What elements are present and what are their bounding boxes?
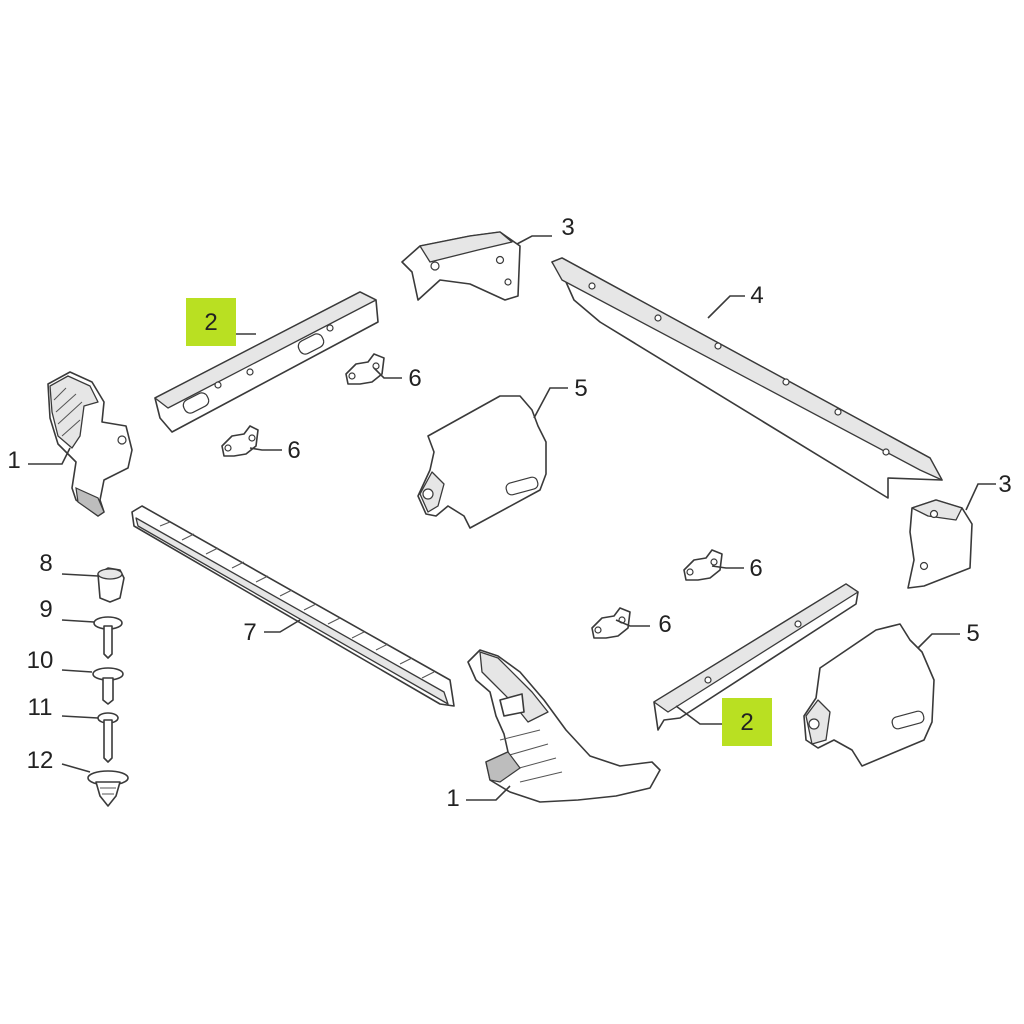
callout-3-right: 3 (998, 471, 1011, 498)
callout-2-lower: 2 (740, 709, 753, 736)
part-2-lower-bar (653, 583, 859, 731)
callout-6-lower-a: 6 (749, 555, 762, 582)
part-4-top-beam (551, 257, 943, 499)
part-1-left-bracket (47, 371, 133, 517)
part-2-upper-bar (154, 291, 379, 433)
part-10-screw (92, 667, 124, 705)
callout-2-upper: 2 (204, 309, 217, 336)
callout-1-upper: 1 (7, 447, 20, 474)
part-3-upper-bracket (401, 231, 521, 301)
callout-6-upper-b: 6 (287, 437, 300, 464)
part-1-lower-bracket (467, 649, 661, 803)
callout-8: 8 (39, 550, 52, 577)
part-8-grommet (97, 567, 125, 603)
part-6-clip-upper-b (221, 425, 259, 457)
part-6-clip-lower-a (683, 549, 723, 581)
callout-2-highlight-lower (722, 698, 772, 746)
callout-4: 4 (750, 282, 763, 309)
part-9-screw (93, 616, 123, 659)
callout-10: 10 (27, 647, 54, 674)
leader-lines (28, 235, 996, 801)
callout-1-lower: 1 (446, 785, 459, 812)
part-6-clip-upper-a (345, 353, 385, 385)
part-5-upper-cover (417, 395, 547, 529)
callout-5-lower: 5 (966, 620, 979, 647)
part-5-lower-cover (803, 623, 935, 767)
callout-11: 11 (28, 694, 53, 721)
part-6-clip-lower-b (591, 607, 631, 639)
part-7-strip (131, 505, 455, 707)
callout-7: 7 (243, 619, 256, 646)
callout-5-upper: 5 (574, 375, 587, 402)
callout-6-upper-a: 6 (408, 365, 421, 392)
callout-2-highlight-upper (186, 298, 236, 346)
callout-12: 12 (27, 747, 54, 774)
part-12-push-clip (87, 770, 129, 807)
callout-6-lower-b: 6 (658, 611, 671, 638)
callout-9: 9 (39, 596, 52, 623)
part-3-right-bracket (907, 499, 973, 589)
callout-3-upper: 3 (561, 214, 574, 241)
part-11-screw (97, 712, 119, 763)
